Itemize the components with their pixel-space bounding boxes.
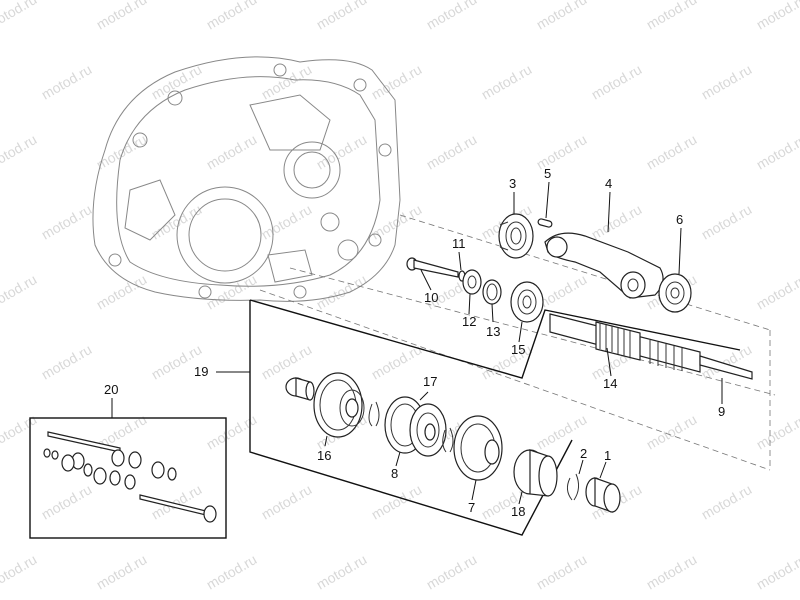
watermark-text: motod.ru <box>0 0 39 33</box>
watermark-text: motod.ru <box>259 61 315 102</box>
watermark-text: motod.ru <box>424 131 480 172</box>
watermark-text: motod.ru <box>424 0 480 33</box>
bolt-10 <box>406 257 459 278</box>
watermark-text: motod.ru <box>699 201 755 242</box>
assembly-inset-20 <box>29 417 227 539</box>
watermark-text: motod.ru <box>644 411 700 452</box>
callout-2: 2 <box>580 446 587 461</box>
callout-8: 8 <box>391 466 398 481</box>
watermark-text: motod.ru <box>424 551 480 592</box>
watermark-text: motod.ru <box>369 61 425 102</box>
bushing <box>285 377 315 401</box>
needle-bearing-13 <box>482 279 502 305</box>
watermark-text: motod.ru <box>314 0 370 33</box>
gear-18 <box>513 449 558 497</box>
callout-17: 17 <box>423 374 437 389</box>
watermark-text: motod.ru <box>39 201 95 242</box>
bearing-3 <box>498 213 534 259</box>
watermark-text: motod.ru <box>0 271 39 312</box>
main-shaft-14 <box>549 313 753 380</box>
watermark-text: motod.ru <box>699 61 755 102</box>
assembly-axes <box>259 214 776 471</box>
watermark-text: motod.ru <box>204 0 260 33</box>
circlip-2 <box>442 427 454 453</box>
watermark-text: motod.ru <box>204 551 260 592</box>
callout-14: 14 <box>603 376 617 391</box>
gear-8 <box>384 396 447 457</box>
watermark-text: motod.ru <box>644 551 700 592</box>
watermark-text: motod.ru <box>754 131 800 172</box>
callout-12: 12 <box>462 314 476 329</box>
watermark-text: motod.ru <box>0 551 39 592</box>
callout-16: 16 <box>317 448 331 463</box>
watermark-text: motod.ru <box>39 341 95 382</box>
watermark-text: motod.ru <box>479 61 535 102</box>
watermark-text: motod.ru <box>149 61 205 102</box>
callout-18: 18 <box>511 504 525 519</box>
watermark-text: motod.ru <box>369 481 425 522</box>
watermark-text: motod.ru <box>94 551 150 592</box>
watermark-text: motod.ru <box>589 61 645 102</box>
watermark-text: motod.ru <box>754 0 800 33</box>
callout-20: 20 <box>104 382 118 397</box>
callout-11: 11 <box>452 236 466 251</box>
circlip <box>368 401 380 427</box>
washer-12 <box>462 269 482 295</box>
watermark-text: motod.ru <box>754 551 800 592</box>
watermark-text: motod.ru <box>94 0 150 33</box>
crankcase-outline <box>92 56 401 302</box>
watermark-text: motod.ru <box>479 341 535 382</box>
pin-5 <box>537 218 553 228</box>
watermark-text: motod.ru <box>0 131 39 172</box>
watermark-text: motod.ru <box>644 131 700 172</box>
callout-19: 19 <box>194 364 208 379</box>
callout-7: 7 <box>468 500 475 515</box>
callout-3: 3 <box>509 176 516 191</box>
watermark-text: motod.ru <box>314 551 370 592</box>
watermark-text: motod.ru <box>94 131 150 172</box>
callout-9: 9 <box>718 404 725 419</box>
bearing-15 <box>510 281 544 323</box>
callout-4: 4 <box>605 176 612 191</box>
watermark-text: motod.ru <box>204 271 260 312</box>
watermark-text: motod.ru <box>534 551 590 592</box>
watermark-text: motod.ru <box>259 201 315 242</box>
watermark-text: motod.ru <box>259 341 315 382</box>
watermark-text: motod.ru <box>314 131 370 172</box>
callout-10: 10 <box>424 290 438 305</box>
watermark-text: motod.ru <box>754 411 800 452</box>
watermark-text: motod.ru <box>149 201 205 242</box>
watermark-text: motod.ru <box>204 131 260 172</box>
gear-7 <box>453 415 503 481</box>
watermark-text: motod.ru <box>259 481 315 522</box>
bearing-6 <box>658 273 692 313</box>
callout-13: 13 <box>486 324 500 339</box>
needle-cage-1 <box>585 477 621 513</box>
watermark-text: motod.ru <box>534 0 590 33</box>
watermark-text: motod.ru <box>39 481 95 522</box>
watermark-text: motod.ru <box>39 61 95 102</box>
leader-lines <box>111 181 723 505</box>
watermark-text: motod.ru <box>699 481 755 522</box>
gear-16 <box>313 372 365 438</box>
callout-6: 6 <box>676 212 683 227</box>
watermark-text: motod.ru <box>589 201 645 242</box>
callout-5: 5 <box>544 166 551 181</box>
callout-labels: 1 2 3 4 5 6 7 8 9 10 11 12 13 14 15 16 1… <box>104 166 725 519</box>
callout-1: 1 <box>604 448 611 463</box>
watermark-text: motod.ru <box>754 271 800 312</box>
callout-15: 15 <box>511 342 525 357</box>
circlip-part-2 <box>566 473 580 501</box>
selector-arm-4 <box>544 232 664 299</box>
watermark-text: motod.ru <box>534 131 590 172</box>
watermark-text: motod.ru <box>644 0 700 33</box>
